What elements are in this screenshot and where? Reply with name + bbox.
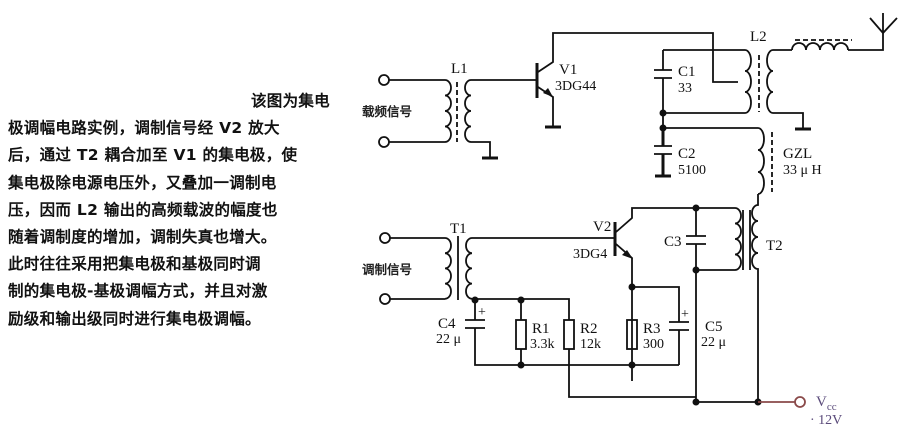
decoupling-section: C2 5100 GZL 33 μ H [654,113,822,195]
c4-label: C4 [438,316,456,332]
antenna-icon [869,13,898,35]
transformer-T1: T1 [444,221,614,318]
c2-label: C2 [678,146,696,162]
c3-label: C3 [664,234,682,250]
modulation-input: 调制信号 [362,232,445,305]
t2-label: T2 [766,238,783,254]
gzl-coil [757,127,765,195]
c5-label: C5 [705,319,723,335]
l1-primary-coil [444,79,452,143]
v1-label: V1 [559,62,577,78]
c5-value: 22 μ [701,335,726,350]
supply-rail: Vcc · 12V [692,394,842,428]
input-terminal [379,232,391,244]
r2-value: 12k [580,337,601,352]
carrier-input-label: 载频信号 [362,104,412,119]
r3-value: 300 [643,337,664,352]
bias-network: + C4 22 μ R1 3.3k R2 12k R3 300 + C5 22 … [436,283,726,398]
description-line: 此时往往采用把集电极和基极同时调 [8,255,261,274]
c5-polarity: + [681,307,689,322]
r1-value: 3.3k [530,337,555,352]
r2-body [563,319,575,350]
v1-model: 3DG44 [555,79,596,94]
r3-label: R3 [643,321,661,337]
vcc-value: · 12V [810,413,842,428]
l2-primary-coil [744,49,752,114]
v2-label: V2 [593,219,611,235]
l2-label: L2 [750,29,767,45]
c2-value: 5100 [678,163,706,178]
output-transformer: C3 T2 [664,194,783,402]
r1-body [515,319,527,350]
description-text: 该图为集电 极调幅电路实例，调制信号经 V2 放大 后，通过 T2 耦合加至 V… [8,88,330,333]
c4-value: 22 μ [436,332,461,347]
r3-body [626,319,638,350]
vcc-terminal [794,396,806,408]
junction-dot [692,266,700,274]
vcc-name: V [816,394,827,410]
description-line: 随着调制度的增加，调制失真也增大。 [8,228,277,247]
input-terminal [379,293,391,305]
gzl-value: 33 μ H [783,163,822,178]
vcc-subscript: cc [827,401,837,413]
c4-polarity: + [478,305,486,320]
c1-label: C1 [678,64,696,80]
description-line: 该图为集电 [250,92,330,110]
r2-label: R2 [580,321,598,337]
t1-primary-coil [444,237,452,300]
carrier-input: 载频信号 [362,74,445,148]
transformer-L1: L1 [444,61,536,160]
transistor-V1: V1 3DG44 [535,32,738,129]
l1-label: L1 [451,61,468,77]
junction-dot [692,398,700,406]
v2-model: 3DG4 [573,247,607,262]
input-terminal [378,136,390,148]
description-line: 制的集电极-基极调幅方式，并且对激 [8,282,268,301]
vcc-label: Vcc [816,394,837,413]
input-terminal [378,74,390,86]
description-line: 集电极除电源电压外，又叠加一调制电 [8,173,277,192]
t1-label: T1 [450,221,467,237]
antenna-feed [848,32,884,51]
l1-secondary-coil [464,79,472,143]
t2-secondary-coil [751,194,759,402]
gzl-label: GZL [783,146,812,162]
description-line: 压，因而 L2 输出的高频载波的幅度也 [8,200,278,219]
l2-secondary-coil [766,49,774,114]
transistor-V2: V2 3DG4 [573,204,735,381]
description-line: 励级和输出级同时进行集电极调幅。 [8,309,261,328]
r1-label: R1 [532,321,550,337]
c1-value: 33 [678,81,692,96]
t1-secondary-coil [465,237,473,300]
description-line: 后，通过 T2 耦合加至 V1 的集电极，使 [8,146,298,165]
junction-dot [628,361,636,369]
modulation-input-label: 调制信号 [362,262,412,277]
description-line: 极调幅电路实例，调制信号经 V2 放大 [8,119,280,138]
tank-circuit: C1 33 L2 [654,13,898,131]
